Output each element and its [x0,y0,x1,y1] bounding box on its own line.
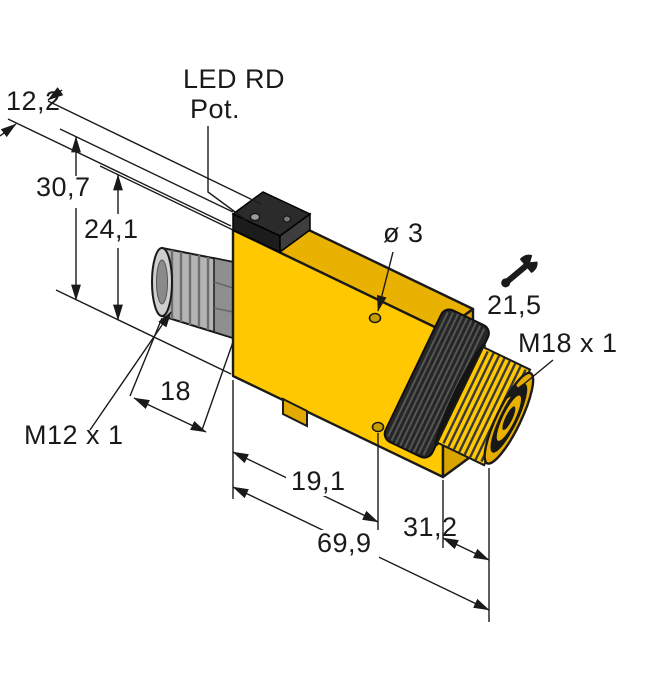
label-mask [313,530,379,558]
extension-line [201,341,234,431]
potentiometer [249,212,261,222]
label-total-height: 30,7 [36,172,91,202]
mounting-hole-bottom [371,421,385,433]
extension-line [55,289,232,375]
knurl-ribs [387,311,486,456]
mounting-hole-top [368,312,382,324]
led-indicator [283,215,291,223]
label-mask [286,468,348,496]
extension-line [47,100,262,205]
leader-line-m18 [506,359,554,399]
label-hole-diameter: ø 3 [383,218,424,248]
m12-hex-nut [213,257,234,340]
dimension-lines [0,87,554,622]
m12-connector [151,246,234,340]
body-bottom-tab [282,397,308,428]
label-wrench-size: 21,5 [487,290,542,320]
m12-socket [156,259,168,305]
dimension-line-connector-length [133,397,207,433]
label-led: LED RD [183,64,285,94]
label-body-height: 24,1 [84,214,139,244]
m18-nose [383,308,535,467]
label-front-thread: M18 x 1 [518,328,618,358]
label-pot: Pot. [190,94,240,124]
m12-hex-facets [213,281,234,313]
dimension-line-cap-depth [0,123,17,138]
lens-slot [502,406,516,431]
label-total-length: 69,9 [317,528,372,558]
rear-cap [231,191,312,254]
leader-line-m12 [89,311,172,431]
extension-line [129,317,163,397]
label-hole-offset: 19,1 [291,466,346,496]
label-nose-length: 31,2 [403,512,458,542]
leader-line-pot [207,126,247,221]
label-connector-thread: M12 x 1 [24,420,124,450]
extension-line [7,118,232,227]
cap-side-face [279,212,311,254]
wrench-icon [501,254,538,288]
extension-line [59,128,234,213]
label-connector-length: 18 [160,376,191,406]
dimension-line-cap-depth [47,87,64,101]
label-cap-depth: 12,2 [6,86,61,116]
leader-line-hole [376,251,394,312]
